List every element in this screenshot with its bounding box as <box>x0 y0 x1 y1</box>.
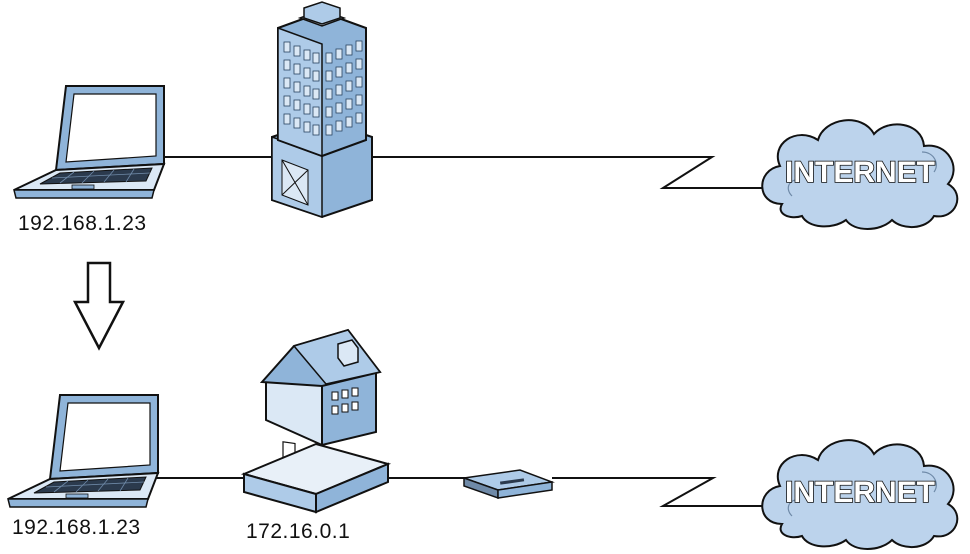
cloud-label-top: INTERNET <box>785 156 935 189</box>
office-building-icon <box>271 1 373 219</box>
internet-cloud-icon <box>761 439 959 550</box>
laptop-icon <box>7 394 160 508</box>
laptop-ip-label-top: 192.168.1.23 <box>18 212 147 235</box>
cloud-label-bottom: INTERNET <box>785 476 935 509</box>
laptop-ip-label-bottom: 192.168.1.23 <box>12 516 141 539</box>
house-icon <box>259 328 382 467</box>
top-connection-lines <box>150 156 770 189</box>
internet-cloud-icon <box>761 119 959 230</box>
router-ip-label: 172.16.0.1 <box>246 520 351 543</box>
modem-icon <box>463 469 555 500</box>
laptop-icon <box>13 85 166 199</box>
router-icon <box>240 442 392 514</box>
down-arrow-icon <box>72 261 126 351</box>
bottom-connection-lines <box>150 477 770 507</box>
